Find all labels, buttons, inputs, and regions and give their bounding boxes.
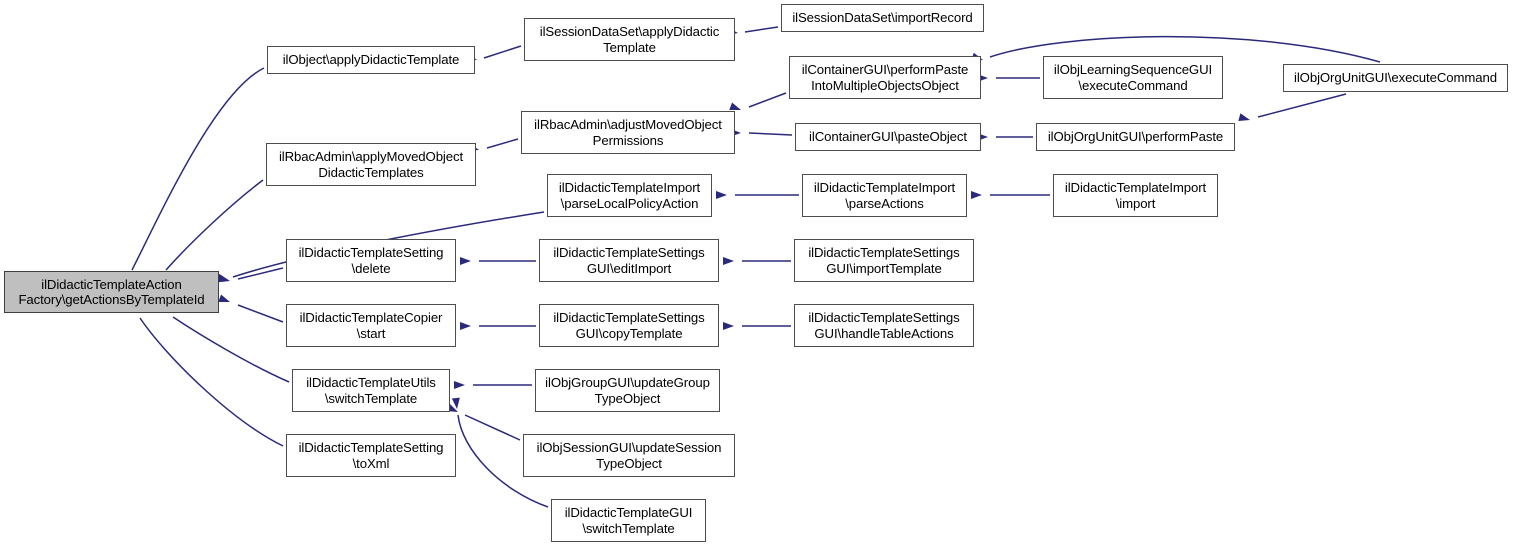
graph-node-ildidactictemplateutils_switchtemplate[interactable]: ilDidacticTemplateUtils \switchTemplate — [292, 369, 450, 412]
graph-node-label: ilDidacticTemplateSettings GUI\handleTab… — [808, 310, 960, 341]
graph-node-ilsessiondataset_applydidactictemplate[interactable]: ilSessionDataSet\applyDidactic Template — [524, 18, 735, 61]
graph-node-root: ilDidacticTemplateAction Factory\getActi… — [4, 271, 219, 313]
graph-node-label: ilDidacticTemplateGUI \switchTemplate — [564, 505, 693, 536]
graph-node-ilcontainergui_pasteobject[interactable]: ilContainerGUI\pasteObject — [795, 123, 981, 151]
graph-node-ilrbacadmin_applymovedobjectdidactictemplates[interactable]: ilRbacAdmin\applyMovedObject DidacticTem… — [266, 143, 476, 186]
graph-node-label: ilDidacticTemplateCopier \start — [299, 310, 443, 341]
graph-node-label: ilDidacticTemplateSettings GUI\editImpor… — [553, 245, 705, 276]
graph-node-ildidactictemplatesettingsgui_handletableactions[interactable]: ilDidacticTemplateSettings GUI\handleTab… — [794, 304, 974, 347]
graph-node-label: ilContainerGUI\performPaste IntoMultiple… — [801, 62, 969, 93]
graph-node-label: ilObjSessionGUI\updateSession TypeObject — [536, 440, 722, 471]
graph-node-ilobjlearningsequencegui_executecommand[interactable]: ilObjLearningSequenceGUI \executeCommand — [1043, 56, 1223, 99]
graph-node-ilobjorgunitgui_executecommand[interactable]: ilObjOrgUnitGUI\executeCommand — [1283, 64, 1508, 92]
graph-node-label: ilSessionDataSet\importRecord — [792, 10, 973, 26]
graph-node-label: ilRbacAdmin\applyMovedObject DidacticTem… — [278, 149, 464, 180]
graph-node-label: ilObjGroupGUI\updateGroup TypeObject — [545, 375, 710, 406]
graph-node-ildidactictemplateimport_parseactions[interactable]: ilDidacticTemplateImport \parseActions — [802, 174, 967, 217]
graph-node-label: ilObject\applyDidacticTemplate — [282, 52, 460, 68]
graph-node-ilobjgroupgui_updategrouptypeobject[interactable]: ilObjGroupGUI\updateGroup TypeObject — [535, 369, 720, 412]
graph-node-ildidactictemplatesettingsgui_importtemplate[interactable]: ilDidacticTemplateSettings GUI\importTem… — [794, 239, 974, 282]
graph-node-ilcontainergui_performpasteintomultipleobjectsobject[interactable]: ilContainerGUI\performPaste IntoMultiple… — [789, 56, 981, 99]
graph-node-label: ilObjOrgUnitGUI\performPaste — [1047, 129, 1224, 145]
graph-node-ilrbacadmin_adjustmovedobjectpermissions[interactable]: ilRbacAdmin\adjustMovedObject Permission… — [521, 111, 735, 154]
graph-node-label: ilDidacticTemplateImport \parseActions — [813, 180, 956, 211]
graph-node-ildidactictemplatecopier_start[interactable]: ilDidacticTemplateCopier \start — [286, 304, 456, 347]
graph-node-ilsessiondataset_importrecord[interactable]: ilSessionDataSet\importRecord — [781, 4, 984, 32]
graph-node-label: ilSessionDataSet\applyDidactic Template — [539, 24, 720, 55]
graph-node-label: ilDidacticTemplateImport \parseLocalPoli… — [558, 180, 701, 211]
graph-node-label: ilContainerGUI\pasteObject — [809, 129, 967, 145]
graph-node-ilobjsessiongui_updatesessiontypeobject[interactable]: ilObjSessionGUI\updateSession TypeObject — [523, 434, 735, 477]
graph-node-ildidactictemplatesettingsgui_copytemplate[interactable]: ilDidacticTemplateSettings GUI\copyTempl… — [539, 304, 719, 347]
graph-node-ildidactictemplatesetting_toxml[interactable]: ilDidacticTemplateSetting \toXml — [286, 434, 456, 477]
graph-node-ildidactictemplategui_switchtemplate[interactable]: ilDidacticTemplateGUI \switchTemplate — [551, 499, 706, 542]
graph-node-ildidactictemplatesetting_delete[interactable]: ilDidacticTemplateSetting \delete — [286, 239, 456, 282]
graph-node-ildidactictemplateimport_import[interactable]: ilDidacticTemplateImport \import — [1053, 174, 1218, 217]
graph-node-label: ilDidacticTemplateUtils \switchTemplate — [306, 375, 436, 406]
graph-node-ildidactictemplatesettingsgui_editimport[interactable]: ilDidacticTemplateSettings GUI\editImpor… — [539, 239, 719, 282]
graph-node-ilobject_applydidactictemplate[interactable]: ilObject\applyDidacticTemplate — [267, 46, 475, 74]
graph-node-label: ilObjLearningSequenceGUI \executeCommand — [1053, 62, 1213, 93]
graph-node-label: ilObjOrgUnitGUI\executeCommand — [1294, 70, 1497, 86]
graph-node-ilobjorgunitgui_performpaste[interactable]: ilObjOrgUnitGUI\performPaste — [1036, 123, 1235, 151]
graph-node-label: ilDidacticTemplateSettings GUI\copyTempl… — [553, 310, 705, 341]
graph-node-label: ilDidacticTemplateAction Factory\getActi… — [18, 276, 205, 307]
graph-node-ildidactictemplateimport_parselocalpolicyaction[interactable]: ilDidacticTemplateImport \parseLocalPoli… — [547, 174, 712, 217]
graph-node-label: ilRbacAdmin\adjustMovedObject Permission… — [534, 117, 722, 148]
graph-node-label: ilDidacticTemplateSettings GUI\importTem… — [808, 245, 960, 276]
graph-node-label: ilDidacticTemplateImport \import — [1064, 180, 1207, 211]
graph-node-label: ilDidacticTemplateSetting \toXml — [298, 440, 444, 471]
graph-node-label: ilDidacticTemplateSetting \delete — [298, 245, 444, 276]
